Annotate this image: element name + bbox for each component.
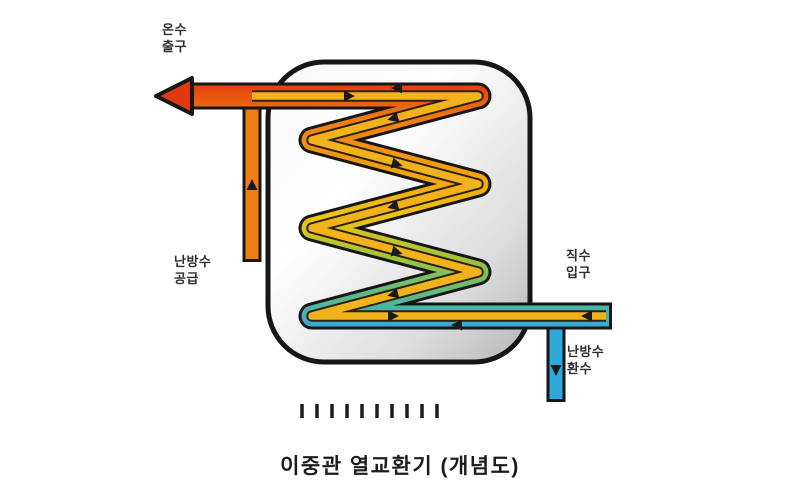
- flow-arrow-icon: [581, 310, 592, 322]
- flow-arrow-icon: [387, 199, 400, 211]
- flow-arrow-icon: [550, 365, 562, 376]
- flow-arrow-icon: [391, 82, 402, 94]
- flow-arrows: [246, 82, 592, 376]
- flow-arrow-icon: [390, 157, 403, 169]
- label-hot-water-outlet: 온수 출구: [162, 22, 187, 54]
- flow-arrow-icon: [388, 310, 399, 322]
- label-heating-supply: 난방수 공급: [174, 254, 212, 286]
- flow-arrow-icon: [387, 287, 400, 299]
- diagram-caption: 이중관 열교환기 (개념도): [280, 455, 520, 478]
- flow-arrow-icon: [344, 90, 355, 102]
- base-hatch-marks: [300, 404, 439, 418]
- label-heating-return: 난방수 환수: [567, 344, 605, 376]
- flow-arrow-icon: [246, 179, 258, 190]
- flow-arrow-icon: [390, 245, 403, 257]
- flow-arrow-icon: [451, 319, 462, 331]
- flow-arrow-icon: [387, 111, 400, 123]
- label-cold-water-inlet: 직수 입구: [566, 248, 591, 280]
- hot-outlet-arrow-icon: [154, 76, 194, 116]
